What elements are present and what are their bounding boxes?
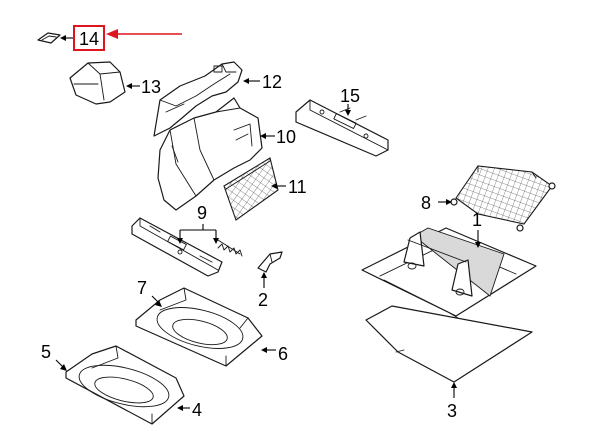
callout-1: 1 bbox=[472, 210, 482, 230]
callout-1-group[interactable]: 1 bbox=[472, 210, 482, 248]
part-8-cargo-net[interactable] bbox=[450, 165, 556, 232]
callout-9-group[interactable]: 9 bbox=[177, 203, 219, 244]
part-7-upper-tray[interactable] bbox=[135, 287, 263, 367]
part-2-bracket[interactable] bbox=[257, 251, 283, 273]
callout-8-group[interactable]: 8 bbox=[421, 193, 452, 213]
callout-3-group[interactable]: 3 bbox=[447, 382, 457, 421]
callout-5-group[interactable]: 5 bbox=[41, 342, 67, 371]
callout-8: 8 bbox=[421, 193, 431, 213]
part-3-floor-mat[interactable] bbox=[365, 305, 533, 383]
callout-12-group[interactable]: 12 bbox=[243, 72, 282, 92]
callout-4: 4 bbox=[192, 400, 202, 420]
callout-7: 7 bbox=[137, 278, 147, 298]
part-15-sill-plate[interactable] bbox=[295, 99, 389, 157]
part-5-lower-tray[interactable] bbox=[65, 345, 185, 425]
part-14-clip[interactable] bbox=[37, 32, 61, 44]
callout-2: 2 bbox=[258, 290, 268, 310]
callout-11-group[interactable]: 11 bbox=[271, 177, 307, 197]
callout-15: 15 bbox=[340, 86, 360, 106]
callout-5: 5 bbox=[41, 342, 51, 362]
part-12-upper-trim[interactable] bbox=[153, 61, 243, 137]
part-9-scuff-plate[interactable] bbox=[131, 217, 223, 277]
callout-2-group[interactable]: 2 bbox=[258, 272, 268, 310]
callout-3: 3 bbox=[447, 401, 457, 421]
part-9-springs[interactable] bbox=[217, 239, 243, 257]
part-13-corner-trim[interactable] bbox=[69, 61, 126, 105]
callout-14: 14 bbox=[79, 29, 99, 49]
callout-15-group[interactable]: 15 bbox=[340, 86, 360, 116]
part-1-floor-board[interactable] bbox=[361, 227, 537, 319]
callout-14-highlight-box bbox=[73, 25, 105, 51]
highlight-arrow-head bbox=[106, 29, 118, 39]
callout-13: 13 bbox=[141, 77, 161, 97]
callout-12: 12 bbox=[262, 72, 282, 92]
callout-6: 6 bbox=[278, 344, 288, 364]
callout-14-group[interactable]: 14 bbox=[60, 25, 182, 51]
part-10-side-trim-panel[interactable] bbox=[157, 97, 263, 211]
callout-11: 11 bbox=[288, 177, 307, 197]
callout-9: 9 bbox=[197, 203, 207, 223]
callout-10: 10 bbox=[276, 127, 296, 147]
callout-7-group[interactable]: 7 bbox=[137, 278, 162, 307]
callout-13-group[interactable]: 13 bbox=[126, 77, 161, 97]
callout-10-group[interactable]: 10 bbox=[260, 127, 296, 147]
callout-4-group[interactable]: 4 bbox=[177, 400, 202, 420]
callout-6-group[interactable]: 6 bbox=[261, 344, 288, 364]
part-11-side-net[interactable] bbox=[223, 157, 279, 221]
